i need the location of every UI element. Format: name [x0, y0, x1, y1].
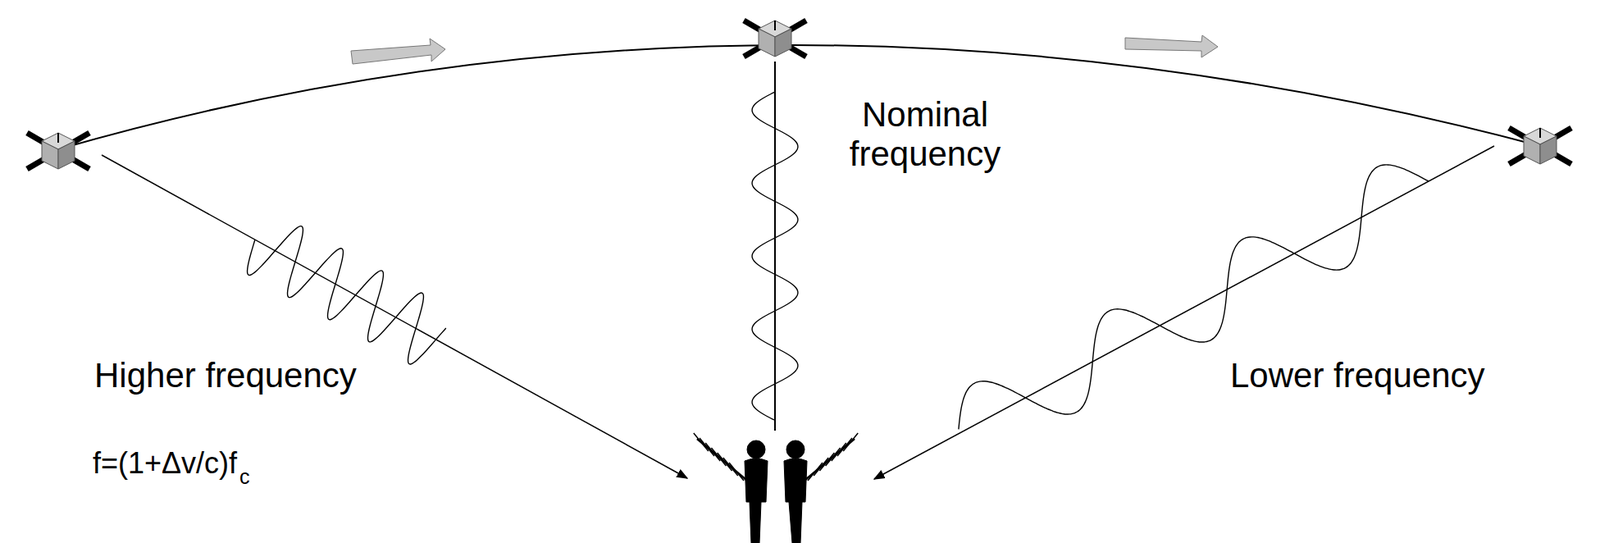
antenna-element — [831, 442, 847, 461]
signal-wave — [752, 91, 798, 420]
antenna-element — [843, 433, 858, 452]
signal-ray — [101, 154, 688, 479]
antenna-element — [837, 437, 853, 456]
antenna-element — [729, 462, 744, 481]
wave-label: Nominal frequency — [836, 95, 1014, 175]
satellite — [743, 20, 807, 57]
antenna-element — [705, 442, 721, 461]
motion-arrow — [1125, 35, 1218, 58]
signal-ray — [774, 61, 776, 431]
antenna-element — [699, 437, 715, 456]
wave-label: Higher frequency — [91, 355, 360, 396]
satellite — [1508, 127, 1572, 165]
signal-ray — [874, 145, 1495, 479]
formula-subscript: c — [237, 464, 253, 489]
antenna-element — [813, 457, 829, 476]
antenna-element — [807, 462, 823, 481]
antenna-element — [693, 433, 709, 452]
formula: f=(1+Δv/c)f — [90, 446, 240, 480]
motion-arrow — [350, 38, 446, 64]
satellite — [27, 132, 90, 169]
wave-label: Lower frequency — [1227, 355, 1488, 396]
antenna-element — [717, 452, 733, 471]
antenna-element — [711, 447, 726, 466]
antenna-element — [825, 447, 841, 466]
antenna-element — [819, 452, 835, 471]
orbit-arc — [58, 45, 1541, 150]
observers — [693, 433, 858, 543]
antenna-element — [723, 457, 739, 476]
signal-wave — [247, 226, 447, 365]
